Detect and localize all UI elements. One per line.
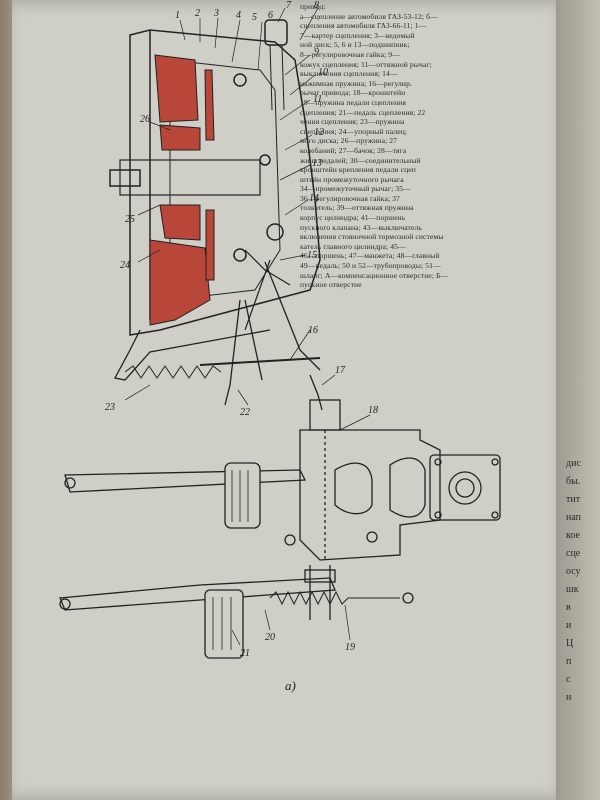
caption-line: сцепления; 24—упорный палец; [300,126,408,136]
label-6: 6 [268,10,273,21]
caption-line: 8—регулировочная гайка; 9— [300,49,400,59]
label-24: 24 [120,260,130,271]
caption-line: 19—пружина педали сцепления [300,97,407,107]
caption-line: мого диска; 26—пружина; 27 [300,136,398,146]
right-page-line: Ц [566,638,574,649]
label-25: 25 [125,214,135,225]
right-page-line: сце [566,548,581,559]
right-page-line: тит [566,494,581,505]
figure-caption: привод:а—сцепление автомобиля ГАЗ-53-12;… [300,2,562,290]
label-21: 21 [240,648,250,659]
caption-line: пускного клапана; 43—выключатель [300,222,422,232]
label-16: 16 [308,325,318,336]
figure-label: а) [285,678,296,693]
label-14: 14 [309,193,319,204]
label-15: 15 [307,250,317,261]
caption-line: рычаг привода; 18—кронштейн [300,88,406,98]
right-page-line: шк [566,584,579,595]
caption-line: а—сцепление автомобиля ГАЗ-53-12; б— [300,11,438,21]
right-page-line: с [566,674,571,685]
right-page-line: и [566,620,572,631]
label-9: 9 [314,47,319,58]
right-page-line: в [566,602,571,613]
caption-line: сцепления автомобиля ГАЗ-66-11; 1— [300,21,427,31]
clutch-assembly [109,19,321,336]
label-10: 10 [318,67,328,78]
part-labels: 1 2 3 4 5 6 7 8 9 10 11 12 13 14 15 16 1… [105,0,378,693]
caption-line: корпус цилиндра; 41—поршень [300,213,406,223]
caption-line: ной диск; 5, 6 и 13—подшипник; [300,40,410,50]
label-19: 19 [345,642,355,653]
label-11: 11 [313,94,322,105]
caption-line: 49—педаль; 50 и 52—трубопроводы; 51— [300,261,441,271]
right-page-line: п [566,656,572,667]
caption-line: выключения сцепления; 14— [300,69,398,79]
label-8: 8 [314,0,319,11]
caption-line: толкатель; 39—оттяжная пружина [300,203,414,213]
right-page-line: осу [566,566,581,577]
caption-line: чения сцепления; 23—пружина [300,117,405,127]
right-page-line: бы. [566,476,581,487]
label-2: 2 [195,8,200,19]
label-26: 26 [140,114,150,125]
label-22: 22 [240,407,250,418]
label-3: 3 [213,8,219,19]
lower-pedal [59,565,414,659]
linkage [114,261,323,411]
caption-line: колебаний; 27—бачок; 28—тяга [300,145,407,155]
upper-pedal [64,462,307,529]
caption-line: пускное отверстие [300,280,362,290]
caption-line: штейн промежуточного рычага [300,174,404,184]
caption-line: включения стояночной тормозной системы [300,232,444,242]
label-20: 20 [265,632,275,643]
label-12: 12 [314,127,324,138]
right-page-line: н [566,692,572,703]
caption-line: жина педалей; 30—соединительный [300,155,421,165]
caption-line: 46—поршень; 47—манжета; 48—главный [300,251,440,261]
label-18: 18 [368,405,378,416]
label-4: 4 [236,10,241,21]
leader-lines [124,7,371,646]
caption-line: привод: [300,2,326,11]
label-23: 23 [105,402,115,413]
sectioned-parts [149,54,215,326]
caption-line: нажимная пружина; 16—регулир. [300,78,412,88]
caption-line: катель главного цилиндра; 45— [300,241,406,251]
caption-line: 34—промежуточный рычаг; 35— [300,184,411,194]
right-page-line: нап [566,512,582,523]
book-page [12,0,572,800]
right-page-edge [556,0,600,800]
caption-line: кронштейн крепления педали сцеп [300,165,416,175]
right-page-line: кое [566,530,580,541]
right-page-line: дис [566,458,581,469]
caption-line: кожух сцепления; 11—оттяжной рычаг; [300,59,432,69]
label-17: 17 [335,365,346,376]
pedal-bracket [284,399,501,561]
label-1: 1 [175,10,180,21]
caption-line: сцепления; 21—педаль сцепления; 22 [300,107,426,117]
label-13: 13 [312,158,322,169]
caption-line: шланг; А—компенсационное отверстие; Б— [300,270,449,280]
label-5: 5 [252,12,257,23]
caption-line: 36—регулировочная гайка; 37 [300,193,400,203]
label-7: 7 [286,0,292,11]
caption-line: 7—картер сцепления; 3—ведомый [300,30,415,40]
